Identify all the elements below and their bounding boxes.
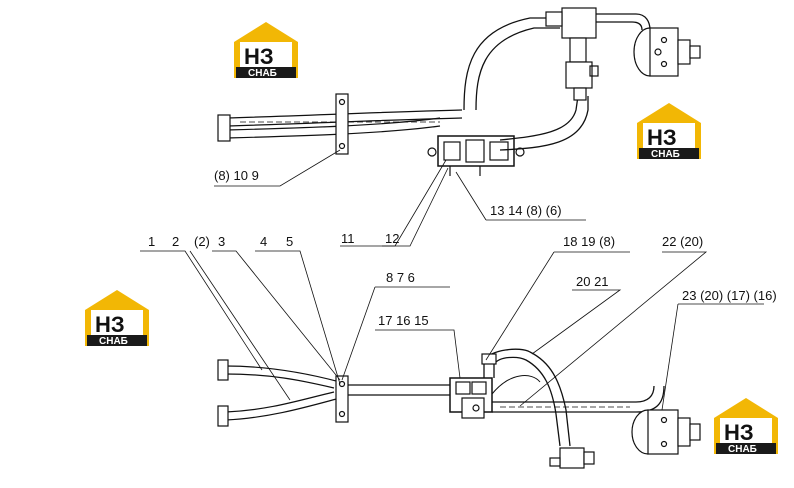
callout-18-19-8: 18 19 (8) [563, 234, 615, 249]
callout-17-16-15: 17 16 15 [378, 313, 429, 328]
logo-mark: НЗ [647, 125, 677, 150]
callout-8-7-6: 8 7 6 [386, 270, 415, 285]
callout-11: 11 [341, 231, 355, 246]
tee-fitting [561, 7, 597, 39]
callout-8-10-9: (8) 10 9 [214, 168, 259, 183]
control-valve-block [437, 135, 515, 167]
pressure-hose [463, 17, 560, 111]
hydraulic-pump [631, 409, 701, 455]
callout-2: 2 [172, 234, 179, 249]
hydraulic-pump [633, 27, 701, 77]
pressure-hose [493, 356, 561, 447]
suction-fitting [559, 447, 585, 469]
callout-12: 12 [385, 231, 399, 246]
filter [565, 61, 593, 89]
callout-4: 4 [260, 234, 267, 249]
callout-5: 5 [286, 234, 293, 249]
pressure-hose [483, 348, 571, 447]
callout-23-20-17-16: 23 (20) (17) (16) [682, 288, 777, 303]
brand-logo: НЗ СНАБ [714, 398, 778, 455]
hose-end-fitting [217, 114, 231, 142]
bottom-assembly-view [140, 250, 764, 469]
callout-1: 1 [148, 234, 155, 249]
hose-end-fitting [217, 359, 229, 381]
hose [225, 125, 441, 139]
callout-20-21: 20 21 [576, 274, 609, 289]
bracket [335, 93, 349, 155]
return-hose [499, 95, 579, 141]
return-hose [499, 96, 589, 151]
pressure-hose [475, 27, 560, 111]
callout-2-ref: (2) [194, 234, 210, 249]
logo-word: СНАБ [651, 149, 680, 160]
bracket [335, 375, 349, 423]
callout-3: 3 [218, 234, 225, 249]
logo-word: СНАБ [248, 68, 277, 79]
brand-logo: НЗ СНАБ [234, 22, 298, 79]
brand-logo: НЗ СНАБ [85, 290, 149, 347]
hose-end-fitting [217, 405, 229, 427]
logo-mark: НЗ [95, 312, 125, 337]
logo-mark: НЗ [244, 44, 274, 69]
callout-22-20: 22 (20) [662, 234, 703, 249]
hose [225, 373, 335, 389]
return-hose [491, 375, 541, 395]
logo-word: СНАБ [728, 444, 757, 455]
hose [225, 391, 335, 413]
hose [225, 397, 341, 421]
top-assembly-view [214, 7, 701, 247]
callout-13-14-8-6: 13 14 (8) (6) [490, 203, 562, 218]
brand-logo: НЗ СНАБ [637, 103, 701, 160]
hose [225, 365, 341, 383]
logo-mark: НЗ [724, 420, 754, 445]
logo-word: СНАБ [99, 336, 128, 347]
